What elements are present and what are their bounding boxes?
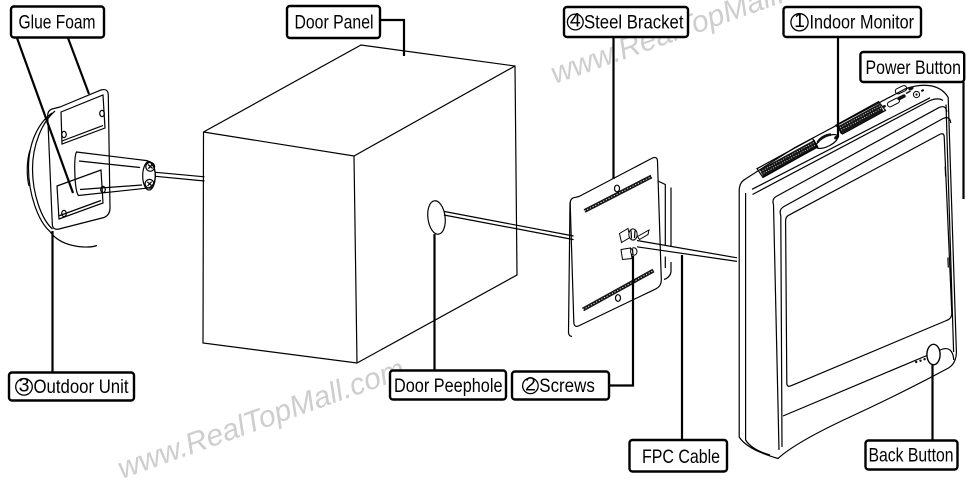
svg-text:Outdoor Unit: Outdoor Unit: [34, 376, 129, 398]
svg-text:Door Peephole: Door Peephole: [394, 375, 503, 397]
svg-text:4: 4: [570, 10, 581, 32]
svg-text:3: 3: [19, 375, 30, 397]
svg-text:Door Panel: Door Panel: [295, 12, 374, 34]
svg-text:Power Button: Power Button: [866, 57, 962, 79]
svg-text:Steel Bracket: Steel Bracket: [584, 12, 684, 34]
svg-text:Glue Foam: Glue Foam: [19, 12, 96, 34]
svg-text:Indoor Monitor: Indoor Monitor: [810, 12, 915, 34]
svg-text:Back Button: Back Button: [869, 445, 954, 467]
svg-text:2: 2: [525, 374, 536, 396]
svg-text:Screws: Screws: [539, 375, 595, 397]
svg-text:1: 1: [794, 10, 805, 32]
svg-text:FPC Cable: FPC Cable: [642, 446, 720, 468]
